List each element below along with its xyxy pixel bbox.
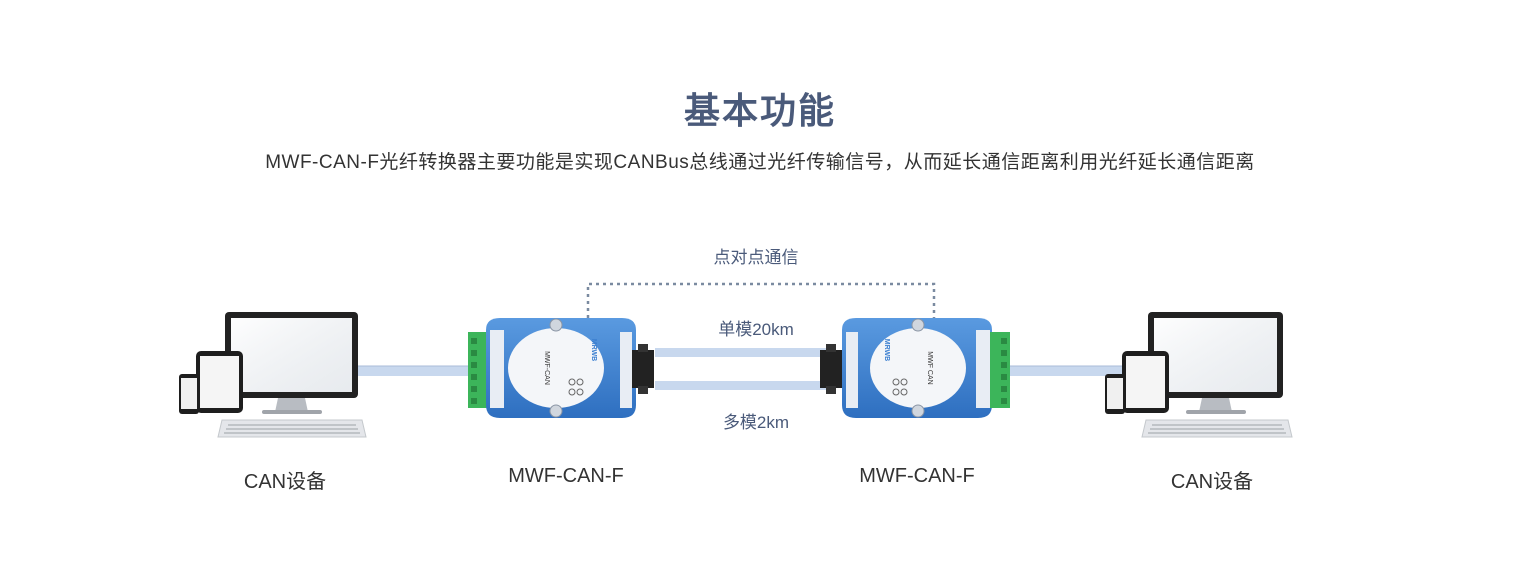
point-to-point-label: 点对点通信 bbox=[713, 248, 799, 267]
terminal-block bbox=[468, 332, 488, 408]
phone-icon bbox=[1105, 374, 1125, 414]
tablet-icon bbox=[196, 351, 243, 413]
right-can-device bbox=[1105, 312, 1293, 438]
right-device-label: CAN设备 bbox=[1170, 471, 1254, 493]
converter-brand-print: MRWB bbox=[590, 339, 597, 361]
left-device-label: CAN设备 bbox=[243, 471, 327, 493]
single-mode-fiber bbox=[655, 348, 835, 357]
keyboard-icon bbox=[217, 419, 367, 438]
right-converter: MWF CAN MRWB bbox=[820, 318, 1010, 418]
single-mode-label: 单模20km bbox=[718, 320, 794, 339]
converter-brand-print: MRWB bbox=[883, 339, 890, 361]
tablet-icon bbox=[1122, 351, 1169, 413]
phone-icon bbox=[179, 374, 199, 414]
multi-mode-label: 多模2km bbox=[722, 413, 790, 432]
left-converter: MWF-CAN MRWB bbox=[468, 318, 654, 418]
left-can-cable bbox=[355, 365, 475, 376]
terminal-block bbox=[990, 332, 1010, 408]
page-subtitle: MWF-CAN-F光纤转换器主要功能是实现CANBus总线通过光纤传输信号，从而… bbox=[265, 152, 1255, 173]
monitor-icon bbox=[1148, 312, 1283, 414]
monitor-icon bbox=[225, 312, 358, 414]
multi-mode-fiber bbox=[655, 381, 835, 390]
point-to-point-bracket bbox=[586, 282, 936, 318]
keyboard-icon bbox=[1141, 419, 1293, 438]
page-title: 基本功能 bbox=[683, 90, 836, 131]
converter-model-print: MWF-CAN bbox=[543, 351, 550, 385]
left-can-device bbox=[179, 312, 367, 438]
converter-model-print: MWF CAN bbox=[926, 351, 933, 384]
right-converter-label: MWF-CAN-F bbox=[859, 465, 975, 487]
left-converter-label: MWF-CAN-F bbox=[508, 465, 624, 487]
